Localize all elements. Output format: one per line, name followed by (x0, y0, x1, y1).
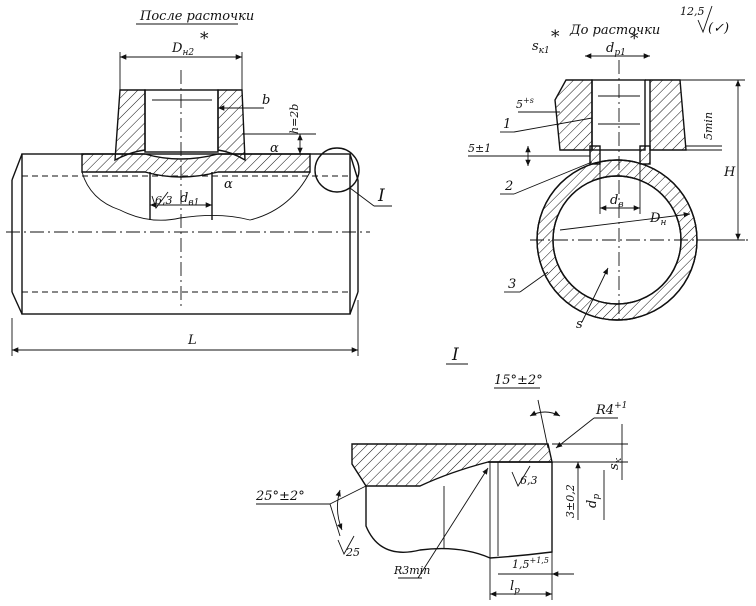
dim-D-h: Dн (649, 211, 666, 228)
svg-text:*: * (630, 29, 639, 49)
dim-d-h2: Dн2 (171, 41, 194, 58)
detail-title-I: I (451, 345, 459, 365)
boss-left (554, 79, 593, 151)
dim-angle-15: 15°±2° (494, 373, 543, 388)
dim-R3min: R3min (393, 564, 430, 577)
svg-text:b: b (262, 93, 270, 108)
dim-l-p: lр (510, 579, 520, 596)
dim-s-k: sк (607, 457, 624, 470)
dim-d-b1: dв1 (180, 191, 199, 208)
svg-text:*: * (551, 27, 560, 47)
dim-angle-25: 25°±2° (255, 489, 305, 504)
detail-I-view: I 15°±2° R4+1 6,3 sк (255, 345, 628, 600)
dim-s-k1: sк1 (532, 39, 550, 56)
roughness-6-3: 6,3 (155, 194, 173, 207)
dim-d-p1: dр1 (606, 41, 626, 58)
outlet-wall-right (217, 89, 246, 162)
svg-text:12,5: 12,5 (680, 5, 705, 18)
dim-d-p: dр (585, 494, 602, 508)
outlet-wall-left (114, 89, 146, 162)
roughness-check-icon (697, 5, 713, 34)
dim-L: L (187, 333, 197, 348)
svg-text:2: 2 (504, 179, 513, 194)
detail-ref-I: I (377, 186, 385, 206)
dim-5-plus-s: 5+s (516, 96, 534, 111)
svg-text:(✓): (✓) (708, 21, 729, 36)
general-roughness-mark: 12,5 (✓) (680, 5, 729, 36)
pipe-wall-section (81, 153, 311, 178)
dim-5-pm-1: 5±1 (468, 142, 491, 155)
dim-H: H (723, 165, 736, 180)
after-boring-title: После расточки (139, 9, 254, 24)
svg-text:5min: 5min (702, 112, 715, 140)
left-view-after-boring: После расточки Dн2 * (6, 9, 392, 356)
svg-text:*: * (200, 29, 209, 49)
before-boring-title: До расточки (569, 23, 660, 38)
right-view-before-boring: До расточки sк1 * dр1 * dв (468, 23, 748, 332)
svg-text:1: 1 (503, 117, 511, 132)
svg-text:s: s (576, 317, 583, 332)
svg-text:25: 25 (345, 546, 360, 559)
svg-text:3: 3 (508, 277, 516, 292)
dim-3-pm-0-2: 3±0,2 (564, 484, 577, 518)
svg-text:h=2b: h=2b (288, 104, 301, 134)
svg-text:α: α (270, 141, 279, 156)
dim-1-5: 1,5+1,5 (512, 556, 549, 571)
pipe-body (21, 153, 351, 315)
detail-callout-circle (314, 147, 360, 193)
dim-R4: R4+1 (595, 401, 627, 418)
svg-text:α: α (224, 177, 233, 192)
boss-right (645, 79, 687, 151)
dim-d-b: dв (610, 193, 624, 210)
insert-ring-2 (589, 145, 601, 165)
svg-text:6,3: 6,3 (520, 474, 538, 487)
